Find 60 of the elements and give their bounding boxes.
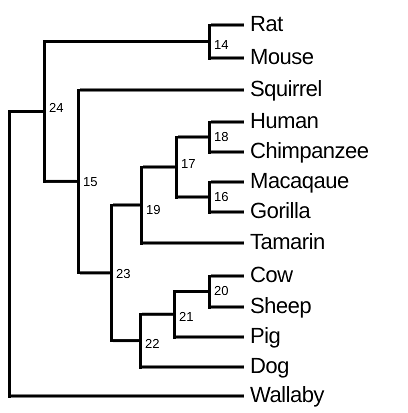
taxon-name: Dog <box>250 355 289 377</box>
branch-bar <box>110 204 113 342</box>
taxon-name: Wallaby <box>250 384 324 406</box>
taxon-name: Cow <box>250 264 293 286</box>
branch-bar <box>77 88 80 274</box>
branch-bar <box>43 40 46 183</box>
branch-line <box>113 339 139 342</box>
branch-bar <box>208 120 211 154</box>
branch-line <box>142 366 244 368</box>
branch-line <box>178 196 208 198</box>
branch-line <box>178 136 208 138</box>
taxon-name: Chimpanzee <box>250 140 369 162</box>
node-number: 20 <box>214 284 228 296</box>
node-number: 15 <box>83 175 98 188</box>
branch-bar <box>140 166 143 244</box>
branch-line <box>176 336 244 338</box>
node-number: 18 <box>214 130 228 143</box>
node-number: 21 <box>179 310 194 324</box>
branch-line <box>211 180 244 184</box>
branch-line <box>142 312 173 316</box>
branch-line <box>211 210 244 214</box>
branch-bar <box>208 180 211 214</box>
branch-line <box>46 180 77 183</box>
branch-bar <box>208 274 211 308</box>
taxon-name: Mouse <box>250 46 314 68</box>
branch-bar <box>175 136 178 198</box>
branch-line <box>143 166 175 168</box>
branch-line <box>211 306 244 308</box>
node-number: 24 <box>49 101 64 114</box>
taxon-name: Squirrel <box>250 78 322 100</box>
node-number: 17 <box>181 157 196 170</box>
taxon-name: Sheep <box>250 295 312 317</box>
taxon-name: Human <box>250 110 318 132</box>
branch-line <box>211 56 244 60</box>
node-number: 22 <box>145 336 160 350</box>
branch-line <box>211 150 244 154</box>
taxon-name: Tamarin <box>250 231 325 253</box>
branch-line <box>80 88 244 92</box>
node-number: 19 <box>146 203 160 216</box>
taxon-name: Macaqaue <box>250 170 349 192</box>
node-number: 14 <box>214 38 228 50</box>
branch-line <box>176 290 208 293</box>
branch-bar <box>208 24 211 60</box>
branch-bar <box>139 312 142 368</box>
branch-line <box>113 204 140 206</box>
branch-bar <box>8 110 11 398</box>
branch-line <box>211 274 244 278</box>
branch-bar <box>173 290 176 338</box>
node-number: 16 <box>214 190 228 203</box>
branch-line <box>11 110 43 113</box>
branch-line <box>211 120 244 124</box>
branch-line <box>46 40 208 43</box>
taxon-name: Pig <box>250 325 280 347</box>
node-number: 23 <box>116 266 130 280</box>
taxon-name: Rat <box>250 13 283 35</box>
taxon-name: Gorilla <box>250 200 310 222</box>
branch-line <box>80 271 110 274</box>
branch-line <box>143 242 244 244</box>
branch-line <box>11 394 244 398</box>
branch-line <box>211 24 244 26</box>
